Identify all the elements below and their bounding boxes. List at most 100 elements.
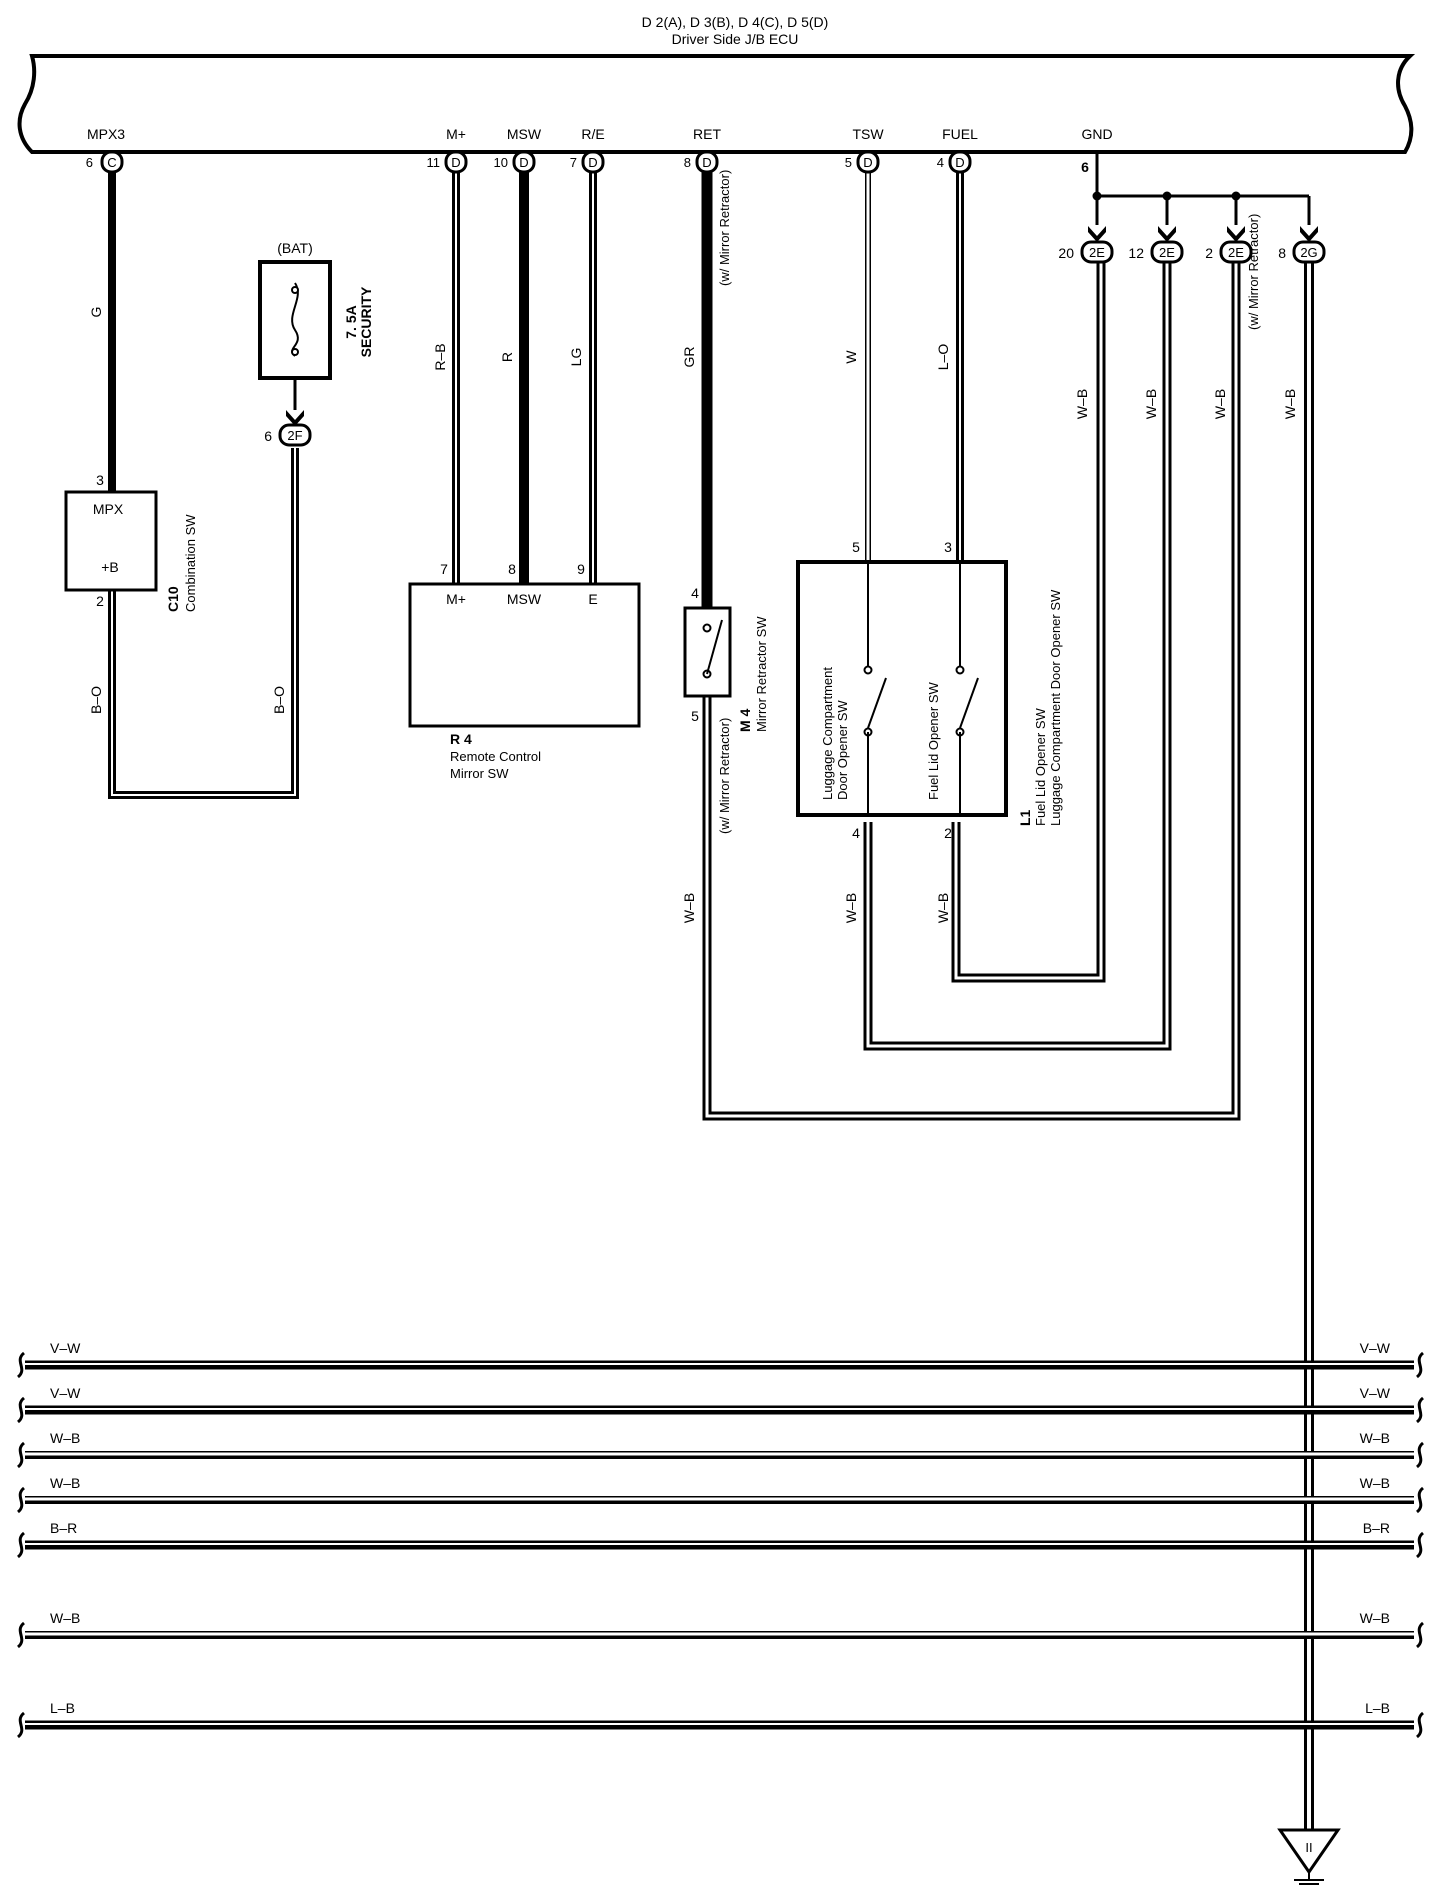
c10-terminal-b: +B (101, 559, 119, 575)
pin-num-fuel: 4 (937, 155, 944, 170)
arrow-icon (1088, 226, 1106, 242)
wire-label-w-b-3: W–B (1212, 389, 1228, 419)
pin-num-tsw: 5 (845, 155, 852, 170)
svg-text:D: D (588, 155, 597, 170)
r4-pin-8: 8 (508, 561, 516, 577)
pin-num-mpx3: 6 (86, 155, 93, 170)
junction-2e-2: 2E (1219, 240, 1253, 264)
r4-name-2: Mirror SW (450, 766, 509, 781)
ecu-pin-d-msw: D (512, 150, 536, 174)
combination-sw-box (64, 490, 158, 592)
l1-fuel-label: Fuel Lid Opener SW (926, 681, 941, 800)
terminal-fuel: FUEL (942, 126, 978, 142)
wire-label-w-b-4: W–B (1282, 389, 1298, 419)
l1-luggage-label-1: Luggage Compartment (820, 667, 835, 800)
note-gr-mirror-retractor: (w/ Mirror Retractor) (717, 170, 732, 286)
junction-2g-8: 2G (1292, 240, 1326, 264)
ecu-title: D 2(A), D 3(B), D 4(C), D 5(D) (642, 14, 829, 30)
ecu-pin-d-fuel: D (948, 150, 972, 174)
bus-label: W–B (50, 1610, 80, 1626)
splice-dot (1092, 191, 1102, 201)
arrow-icon (1300, 226, 1318, 242)
m4-id: M 4 (737, 708, 753, 732)
ecu-subtitle: Driver Side J/B ECU (672, 31, 799, 47)
fuse-rating: 7. 5A (343, 305, 359, 338)
ground-icon (1277, 1828, 1341, 1885)
bus-break-icon (16, 1711, 26, 1739)
bus-label: V–W (1360, 1340, 1391, 1356)
wire-label-lg: LG (568, 348, 584, 367)
arrow-icon (1158, 226, 1176, 242)
bus-label: V–W (50, 1385, 81, 1401)
wire-label-w-b-2: W–B (1143, 389, 1159, 419)
r4-terminal-msw: MSW (507, 591, 542, 607)
wire-label-b-o-right: B–O (271, 686, 287, 714)
arrow-icon (1227, 226, 1245, 242)
l1-pin-4: 4 (852, 825, 860, 841)
bus-label: B–R (1363, 1520, 1390, 1536)
l1-pin-3: 3 (944, 539, 952, 555)
wire-label-b-o-left: B–O (88, 686, 104, 714)
m4-name: Mirror Retractor SW (754, 616, 769, 732)
r4-id: R 4 (450, 731, 472, 747)
c10-name: Combination SW (183, 514, 198, 612)
svg-text:D: D (451, 155, 460, 170)
junction-pin-2f: 6 (264, 428, 272, 444)
svg-text:D: D (519, 155, 528, 170)
terminal-gnd: GND (1081, 126, 1112, 142)
ecu-pin-d-re: D (581, 150, 605, 174)
r4-pin-7: 7 (440, 561, 448, 577)
pin-num-gnd: 6 (1081, 159, 1089, 175)
bus-break-icon (1415, 1531, 1425, 1559)
bus-break-icon (1415, 1351, 1425, 1379)
bus-break-icon (16, 1396, 26, 1424)
note-w-b-mirror-retractor: (w/ Mirror Retractor) (1246, 214, 1261, 330)
opener-sw-box (796, 560, 1008, 817)
l1-pin-2: 2 (944, 825, 952, 841)
svg-text:C: C (107, 155, 116, 170)
wire-label-g: G (88, 307, 104, 318)
bus-label: W–B (1360, 1610, 1390, 1626)
bus-break-icon (1415, 1711, 1425, 1739)
bus-break-icon (16, 1441, 26, 1469)
bus-break-icon (16, 1531, 26, 1559)
bus-label: V–W (50, 1340, 81, 1356)
wire-label-w-b-l1-4: W–B (843, 893, 859, 923)
bus-break-icon (1415, 1486, 1425, 1514)
remote-mirror-sw-box (408, 582, 641, 728)
ecu-pin-d-mplus: D (444, 150, 468, 174)
junction-pin-8: 8 (1278, 245, 1286, 261)
wire-label-gr: GR (681, 347, 697, 368)
wire-label-r: R (499, 352, 515, 362)
wire-label-l-o: L–O (935, 344, 951, 371)
ecu-body (17, 54, 1416, 154)
bus-break-icon (1415, 1621, 1425, 1649)
switch-icon (867, 677, 887, 729)
svg-text:2F: 2F (287, 428, 302, 443)
svg-text:D: D (955, 155, 964, 170)
ecu-pin-c: C (100, 150, 124, 174)
pin-num-ret: 8 (684, 155, 691, 170)
svg-text:2E: 2E (1089, 245, 1105, 260)
ecu-pin-d-ret: D (695, 150, 719, 174)
wire-label-w-b-l1-2: W–B (935, 893, 951, 923)
m4-pin-5: 5 (691, 708, 699, 724)
terminal-ret: RET (693, 126, 721, 142)
bus-label: B–R (50, 1520, 77, 1536)
bus-label: W–B (50, 1475, 80, 1491)
c10-pin-2: 2 (96, 593, 104, 609)
svg-text:2G: 2G (1300, 245, 1317, 260)
wire-label-r-b: R–B (432, 343, 448, 370)
svg-text:D: D (702, 155, 711, 170)
mirror-retractor-sw-box (683, 606, 732, 698)
svg-text:2E: 2E (1228, 245, 1244, 260)
r4-name-1: Remote Control (450, 749, 541, 764)
fuse-source: (BAT) (277, 240, 313, 256)
junction-2e-20: 2E (1080, 240, 1114, 264)
r4-pin-9: 9 (577, 561, 585, 577)
pin-num-msw: 10 (494, 155, 508, 170)
l1-pin-5: 5 (852, 539, 860, 555)
junction-pin-20: 20 (1058, 245, 1074, 261)
bus-break-icon (16, 1621, 26, 1649)
note-m4-w-b-mirror-retractor: (w/ Mirror Retractor) (717, 718, 732, 834)
